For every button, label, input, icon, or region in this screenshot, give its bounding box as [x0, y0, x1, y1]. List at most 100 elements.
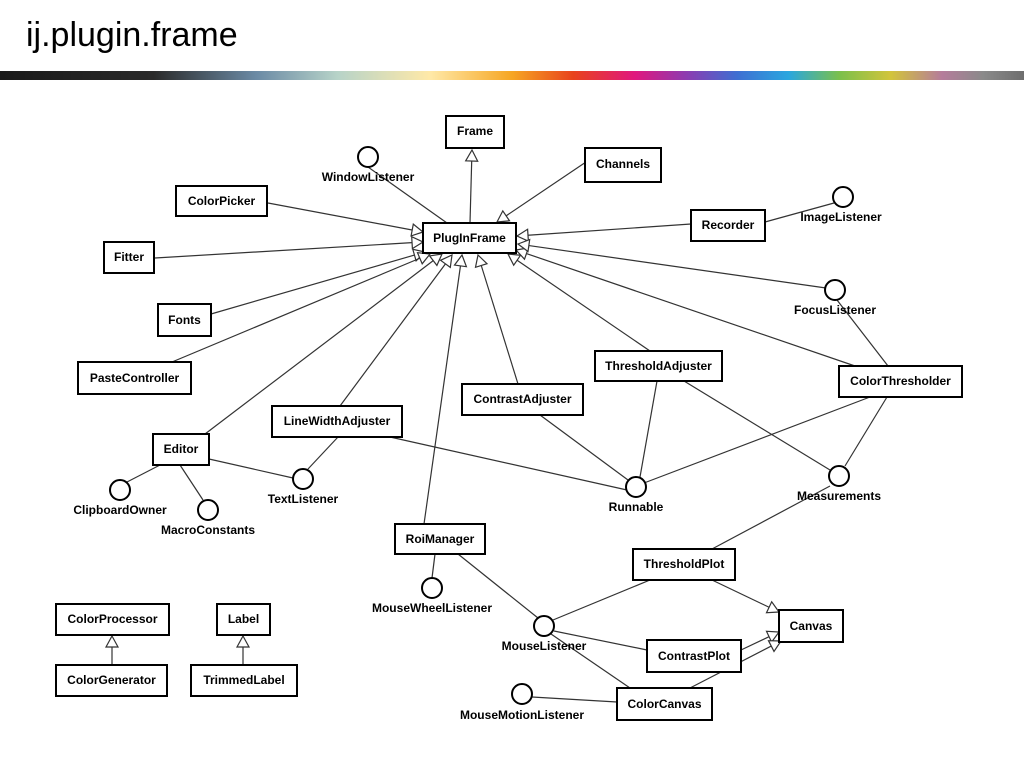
diagram-nodes: Frame Channels ColorPicker PlugInFrame R… — [55, 115, 963, 722]
edge-pluginframe-frame-arrowhead — [464, 148, 479, 162]
class-recorder[interactable]: Recorder — [690, 209, 766, 242]
edge-channels-pluginframe-arrowhead — [495, 209, 511, 223]
edge-thresholdadjuster-measurements — [683, 380, 831, 471]
edge-thresholdplot-mouselistener — [552, 579, 651, 621]
edge-pastecontroller-pluginframe — [171, 257, 421, 363]
class-roimanager[interactable]: RoiManager — [394, 523, 486, 555]
edge-focus-pluginframe-arrowhead — [516, 238, 531, 253]
class-linewidthadjuster-label: LineWidthAdjuster — [284, 414, 391, 428]
class-pastecontroller[interactable]: PasteController — [77, 361, 192, 395]
interface-mouselistener-label: MouseListener — [502, 639, 587, 653]
edge-thresholdplot-measurements — [711, 485, 831, 550]
interface-windowlistener-label: WindowListener — [322, 170, 415, 184]
edge-contrastadjuster-runnable — [539, 414, 629, 481]
interface-mousemotionlistener-label: MouseMotionListener — [460, 708, 584, 722]
class-channels[interactable]: Channels — [584, 147, 662, 183]
class-colorpicker[interactable]: ColorPicker — [175, 185, 268, 217]
edge-thresholdadjuster-pluginframe-arrowhead — [506, 253, 522, 267]
class-colorgenerator[interactable]: ColorGenerator — [55, 664, 168, 697]
class-trimmedlabel-label: TrimmedLabel — [203, 673, 284, 687]
edge-fitter-pluginframe-arrowhead — [411, 235, 425, 250]
class-recorder-label: Recorder — [702, 218, 755, 232]
edge-recorder-pluginframe — [527, 223, 692, 236]
class-colorgenerator-label: ColorGenerator — [67, 673, 156, 687]
class-pluginframe[interactable]: PlugInFrame — [422, 222, 517, 254]
edge-fitter-pluginframe — [154, 242, 413, 259]
class-colorthresholder[interactable]: ColorThresholder — [838, 365, 963, 398]
class-canvas[interactable]: Canvas — [778, 609, 844, 643]
interface-clipboardowner[interactable]: ClipboardOwner — [73, 479, 167, 517]
class-label-label: Label — [228, 612, 259, 626]
edge-trimmedlabel-label-arrowhead — [235, 634, 251, 648]
class-linewidthadjuster[interactable]: LineWidthAdjuster — [271, 405, 403, 438]
page-title: ij.plugin.frame — [26, 16, 238, 54]
class-contrastadjuster-label: ContrastAdjuster — [473, 392, 571, 406]
interface-windowlistener[interactable]: WindowListener — [322, 146, 415, 184]
edge-colorpicker-pluginframe — [267, 202, 413, 231]
interface-mouselistener[interactable]: MouseListener — [502, 615, 587, 653]
edge-thresholdplot-canvas-arrowhead — [765, 600, 781, 614]
class-trimmedlabel[interactable]: TrimmedLabel — [190, 664, 298, 697]
edge-colorthresholder-runnable — [643, 396, 871, 484]
edge-thresholdadjuster-runnable — [639, 380, 658, 478]
edge-colorthresholder-pluginframe-arrowhead — [514, 247, 530, 261]
edge-contrastplot-canvas-arrowhead — [765, 630, 781, 644]
edge-roimanager-pluginframe-arrowhead — [453, 253, 468, 268]
edge-editor-pluginframe-arrowhead — [428, 253, 443, 267]
interface-textlistener[interactable]: TextListener — [268, 468, 339, 506]
class-thresholdadjuster-label: ThresholdAdjuster — [605, 359, 712, 373]
interface-macroconstants-label: MacroConstants — [161, 523, 255, 537]
edge-colorthresholder-pluginframe — [526, 252, 856, 367]
class-editor[interactable]: Editor — [152, 433, 210, 466]
edge-editor-pluginframe — [204, 260, 434, 435]
interface-focuslistener[interactable]: FocusListener — [794, 279, 876, 317]
interface-runnable[interactable]: Runnable — [609, 476, 664, 514]
interface-imagelistener-label: ImageListener — [800, 210, 882, 224]
edge-linewidthadjuster-pluginframe-arrowhead — [439, 253, 453, 269]
edge-channels-pluginframe — [505, 161, 587, 217]
class-editor-label: Editor — [164, 442, 199, 456]
edge-thresholdplot-canvas — [711, 579, 770, 608]
interface-mousewheellistener[interactable]: MouseWheelListener — [372, 577, 492, 615]
interface-imagelistener[interactable]: ImageListener — [800, 186, 882, 224]
class-colorthresholder-label: ColorThresholder — [850, 374, 951, 388]
class-thresholdadjuster[interactable]: ThresholdAdjuster — [594, 350, 723, 382]
interface-macroconstants[interactable]: MacroConstants — [161, 499, 255, 537]
class-contrastplot[interactable]: ContrastPlot — [646, 639, 742, 673]
edge-linewidthadjuster-textlistener — [307, 436, 339, 470]
interface-mousemotionlistener[interactable]: MouseMotionListener — [460, 683, 584, 722]
class-fitter[interactable]: Fitter — [103, 241, 155, 274]
interface-measurements[interactable]: Measurements — [797, 465, 881, 503]
edge-colorgenerator-colorprocessor-arrowhead — [104, 634, 120, 648]
class-thresholdplot[interactable]: ThresholdPlot — [632, 548, 736, 581]
interface-focuslistener-label: FocusListener — [794, 303, 876, 317]
class-colorprocessor[interactable]: ColorProcessor — [55, 603, 170, 636]
class-colorcanvas[interactable]: ColorCanvas — [616, 687, 713, 721]
class-channels-label: Channels — [596, 157, 650, 171]
edge-editor-clipboardowner — [126, 464, 161, 483]
edge-thresholdadjuster-pluginframe — [516, 259, 651, 352]
class-label[interactable]: Label — [216, 603, 271, 636]
edge-recorder-imagelistener — [764, 202, 835, 223]
class-thresholdplot-label: ThresholdPlot — [644, 557, 725, 571]
edge-colorthresholder-focuslistener — [836, 299, 889, 367]
class-canvas-label: Canvas — [790, 619, 833, 633]
edge-focus-pluginframe — [528, 244, 827, 289]
edge-pluginframe-windowlistener — [367, 166, 448, 224]
class-frame[interactable]: Frame — [445, 115, 505, 149]
edge-linewidthadjuster-runnable — [389, 436, 628, 491]
class-fonts[interactable]: Fonts — [157, 303, 212, 337]
class-pluginframe-label: PlugInFrame — [433, 231, 506, 245]
edge-pastecontroller-pluginframe-arrowhead — [416, 251, 432, 265]
title-rainbow-bar — [0, 71, 1024, 80]
class-colorcanvas-label: ColorCanvas — [627, 697, 701, 711]
edge-editor-textlistener — [208, 458, 294, 479]
edge-colorthresholder-measurements — [844, 396, 888, 467]
edge-roimanager-mousewheellistener — [431, 553, 436, 579]
class-fonts-label: Fonts — [168, 313, 201, 327]
edge-contrastadjuster-pluginframe-arrowhead — [474, 253, 489, 269]
edge-editor-macroconstants — [179, 464, 204, 501]
class-contrastadjuster[interactable]: ContrastAdjuster — [461, 383, 584, 416]
diagram-edges — [104, 148, 889, 703]
